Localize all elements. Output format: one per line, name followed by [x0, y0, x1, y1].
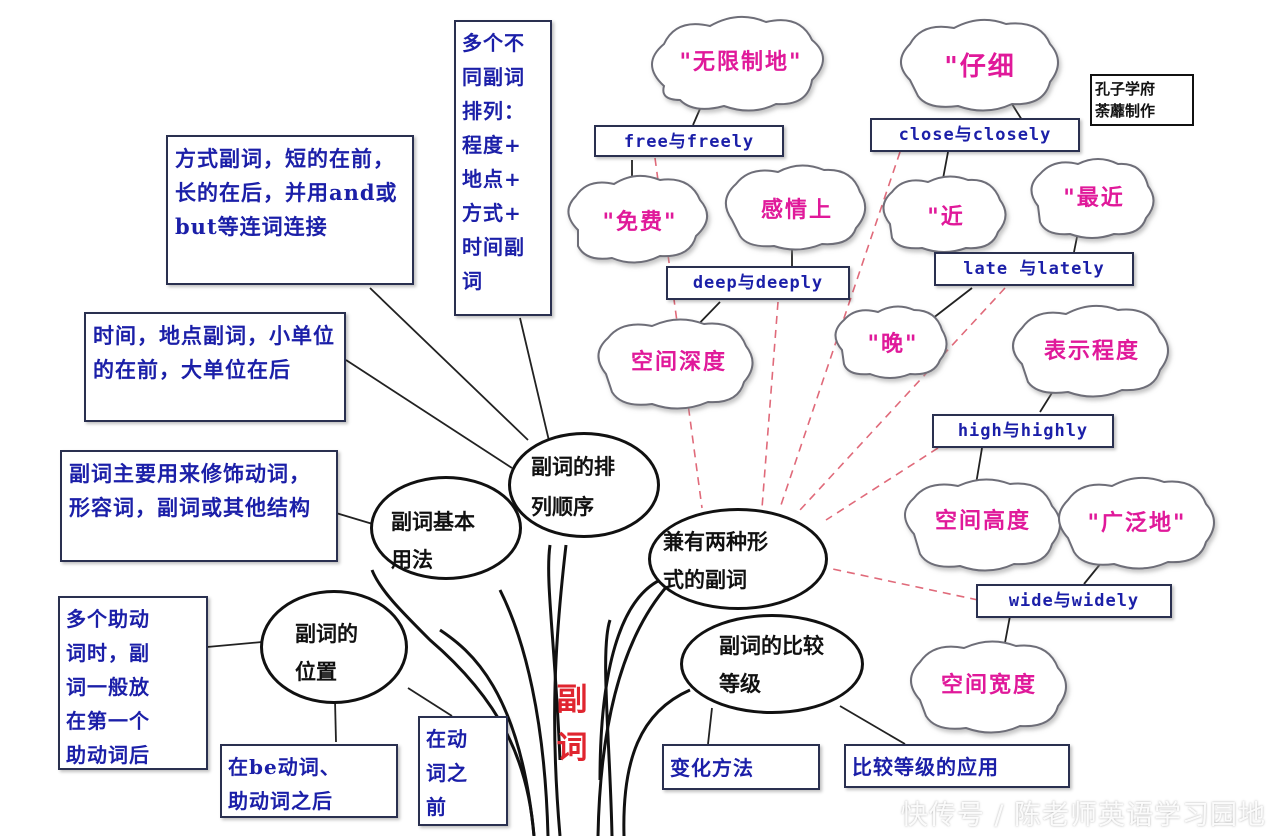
note-order-list-text: 多个不 同副词 排列： 程度+ 地点+ 方式+ 时间副 词 [462, 31, 525, 293]
branch-comparison-label: 副词的比较 等级 [719, 633, 824, 696]
branch-basic-usage: 副词基本 用法 [370, 476, 522, 580]
note-time-place-adverbs-text: 时间，地点副词，小单位的在前，大单位在后 [93, 323, 335, 382]
branch-order-label: 副词的排 列顺序 [531, 454, 615, 519]
cloud-shapes [567, 15, 1215, 734]
note-change-method: 变化方法 [662, 744, 820, 790]
cloud-widely [1058, 476, 1215, 570]
branch-two-forms: 兼有两种形 式的副词 [648, 508, 828, 610]
pair-free-freely: free与freely [594, 125, 784, 157]
branch-position-label: 副词的 位置 [295, 621, 358, 684]
cloud-space-depth [597, 318, 754, 410]
cloud-free [567, 174, 708, 264]
root-label-adverb: 副 词 [556, 682, 588, 766]
pair-wide-widely: wide与widely [976, 584, 1172, 618]
pair-close-closely: close与closely [870, 118, 1080, 152]
note-auxiliary-verbs-text: 多个助动 词时，副 词一般放 在第一个 助动词后 [66, 607, 150, 767]
note-comparison-use-text: 比较等级的应用 [852, 755, 999, 779]
pair-deep-deeply: deep与deeply [666, 266, 850, 300]
cloud-without-limit [651, 15, 824, 112]
note-change-method-text: 变化方法 [670, 756, 754, 780]
cloud-space-height [904, 478, 1061, 572]
note-after-be-text: 在be动词、 助动词之后 [228, 755, 341, 813]
note-time-place-adverbs: 时间，地点副词，小单位的在前，大单位在后 [84, 312, 346, 422]
cloud-near [882, 175, 1007, 253]
cloud-space-width [910, 640, 1067, 734]
note-after-be: 在be动词、 助动词之后 [220, 744, 398, 818]
note-auxiliary-verbs: 多个助动 词时，副 词一般放 在第一个 助动词后 [58, 596, 208, 770]
note-manner-adverbs-text: 方式副词，短的在前，长的在后，并用and或but等连词连接 [175, 146, 398, 239]
tree-trunk [370, 544, 691, 836]
cloud-recently [1030, 158, 1155, 239]
branch-position: 副词的 位置 [260, 590, 408, 704]
branch-two-forms-label: 兼有两种形 式的副词 [663, 529, 768, 592]
cloud-emotionally [725, 164, 867, 251]
branch-basic-usage-label: 副词基本 用法 [391, 509, 475, 572]
branch-order: 副词的排 列顺序 [508, 432, 660, 538]
pair-high-highly: high与highly [932, 414, 1114, 448]
note-order-list: 多个不 同副词 排列： 程度+ 地点+ 方式+ 时间副 词 [454, 20, 552, 316]
cloud-late [834, 305, 948, 379]
note-manner-adverbs: 方式副词，短的在前，长的在后，并用and或but等连词连接 [166, 135, 414, 285]
branch-comparison: 副词的比较 等级 [680, 614, 864, 714]
note-main-use: 副词主要用来修饰动词，形容词，副词或其他结构 [60, 450, 338, 562]
note-comparison-use: 比较等级的应用 [844, 744, 1070, 788]
watermark: 快传号 / 陈老师英语学习园地 [900, 800, 1266, 831]
credit-box: 孔子学府 荼蘼制作 [1090, 74, 1194, 126]
note-before-verb-text: 在动 词之 前 [426, 727, 468, 819]
note-main-use-text: 副词主要用来修饰动词，形容词，副词或其他结构 [69, 461, 311, 520]
cloud-degree [1012, 304, 1169, 398]
note-before-verb: 在动 词之 前 [418, 716, 508, 826]
solid-connectors [206, 87, 1111, 745]
pair-late-lately: late 与lately [934, 252, 1134, 286]
cloud-carefully [900, 18, 1059, 112]
